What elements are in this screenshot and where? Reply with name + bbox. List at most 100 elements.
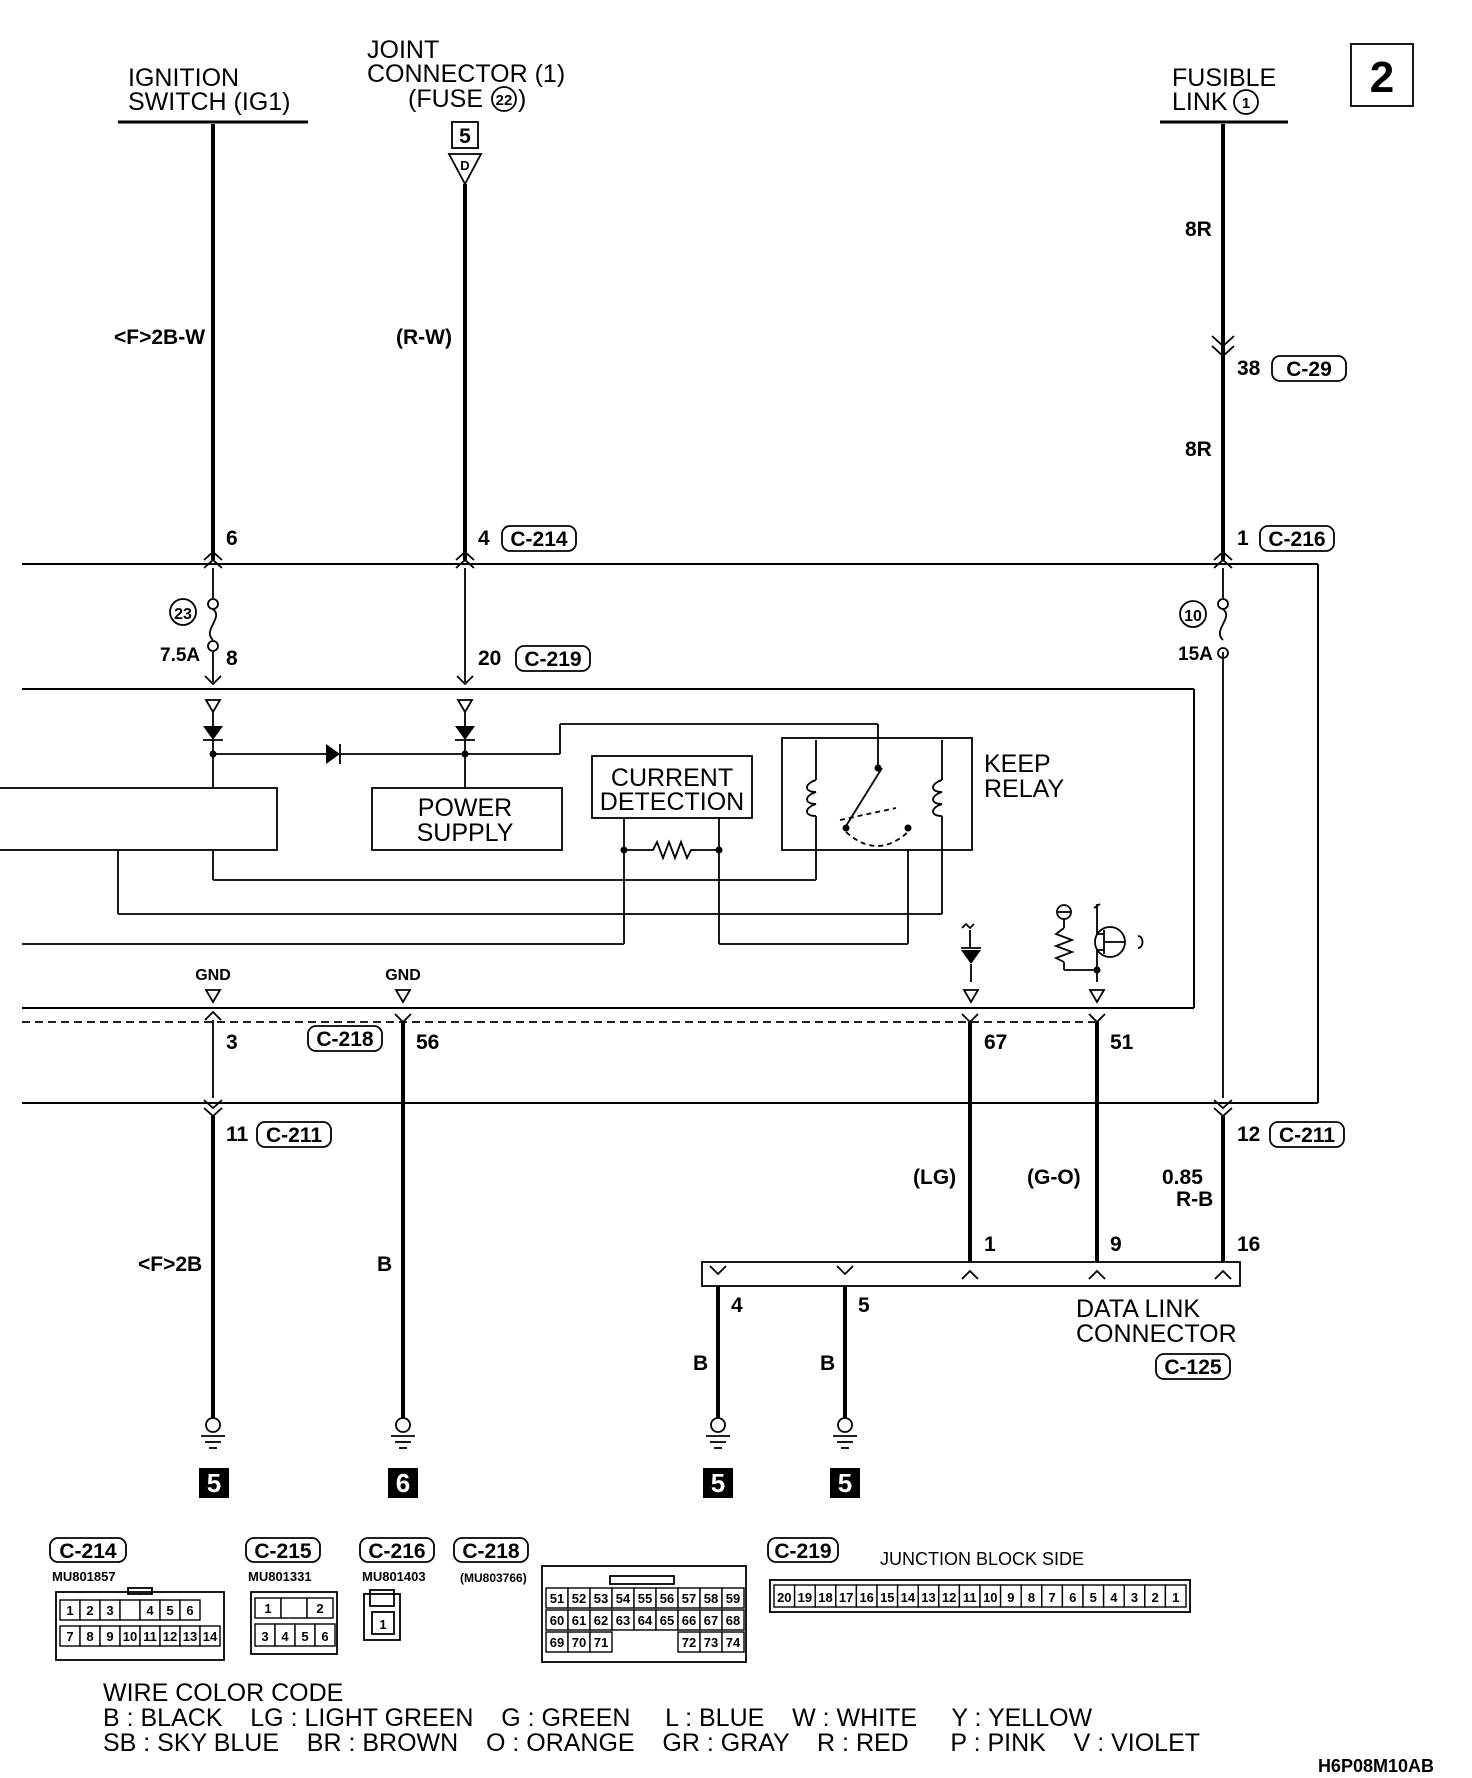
pin-c214-6: 6: [226, 527, 238, 550]
connector-pin-number: 9: [1007, 1590, 1014, 1605]
svg-text:): ): [518, 85, 526, 113]
svg-text:DATA LINK: DATA LINK: [1076, 1295, 1200, 1323]
svg-text:C-219: C-219: [774, 1540, 831, 1563]
connector-cavity: [306, 1597, 334, 1619]
connector-pin-number: 3: [261, 1629, 268, 1644]
connector-cavity: [314, 1623, 336, 1647]
connector-pin-number: 16: [859, 1590, 873, 1605]
svg-text:9: 9: [1110, 1233, 1122, 1256]
svg-text:1: 1: [379, 1617, 386, 1632]
wire-label-b5: B: [820, 1352, 835, 1375]
connector-pin-number: 20: [777, 1590, 791, 1605]
connector-pin-number: 6: [321, 1629, 328, 1644]
connector-pin-number: 6: [186, 1603, 193, 1618]
svg-text:D: D: [460, 158, 469, 173]
connector-pin-number: 4: [146, 1603, 154, 1618]
svg-text:4: 4: [731, 1294, 743, 1317]
harness-chevrons-top: [203, 550, 1233, 569]
svg-text:C-216: C-216: [368, 1540, 425, 1563]
connector-pin-number: 64: [638, 1613, 653, 1628]
svg-text:RELAY: RELAY: [984, 775, 1064, 803]
etacs-chevrons-top: [204, 675, 474, 686]
svg-text:CONNECTOR (1): CONNECTOR (1): [367, 60, 565, 88]
connector-pin-number: 3: [1131, 1590, 1138, 1605]
connector-pin-number: 51: [550, 1591, 564, 1606]
wire-label-lg: (LG): [913, 1166, 956, 1189]
connector-c216: C-216: [1259, 525, 1335, 552]
connector-pin-number: 14: [203, 1629, 218, 1644]
wire-label-jc: (R-W): [396, 326, 452, 349]
pin-gnd-3: 3: [226, 1031, 238, 1054]
connector-pin-number: 12: [942, 1590, 956, 1605]
svg-text:MU801331: MU801331: [248, 1569, 312, 1584]
legend-line-1: B : BLACK LG : LIGHT GREEN G : GREEN L :…: [103, 1704, 1093, 1732]
svg-text:(FUSE: (FUSE: [408, 85, 483, 113]
connector-pin-number: 2: [86, 1603, 93, 1618]
legend-line-2: SB : SKY BLUE BR : BROWN O : ORANGE GR :…: [103, 1729, 1201, 1757]
connector-pin-number: 65: [660, 1613, 674, 1628]
ground-symbols: [201, 1417, 857, 1449]
svg-text:CONNECTOR: CONNECTOR: [1076, 1320, 1237, 1348]
connector-pin-number: 2: [1151, 1590, 1158, 1605]
keep-relay: KEEP RELAY: [781, 737, 1064, 851]
pin-c211-11: 11: [226, 1123, 249, 1146]
drawing-code: H6P08M10AB: [1318, 1756, 1434, 1776]
svg-text:C-211: C-211: [266, 1124, 322, 1147]
connector-pin-number: 58: [704, 1591, 718, 1606]
connector-pin-number: 10: [983, 1590, 997, 1605]
page-number: 2: [1370, 53, 1394, 102]
connector-pin-number: 11: [963, 1590, 977, 1605]
connector-pin-number: 73: [704, 1635, 718, 1650]
connector-pin-number: 1: [1172, 1590, 1179, 1605]
svg-text:1: 1: [1242, 95, 1250, 112]
connector-pin-number: 6: [1069, 1590, 1076, 1605]
connector-pin-number: 12: [163, 1629, 177, 1644]
page-number-box: [1350, 43, 1414, 107]
wire-label-rb-1: 0.85: [1162, 1166, 1203, 1189]
svg-text:16: 16: [1237, 1233, 1260, 1256]
wire-label-gnd-c218: B: [377, 1253, 392, 1276]
legend-title: WIRE COLOR CODE: [103, 1679, 344, 1707]
etacs-internal: [0, 699, 943, 945]
svg-text:GND: GND: [385, 967, 421, 984]
connector-c218: C-218: [307, 1025, 383, 1052]
connector-pin-number: 71: [594, 1635, 608, 1650]
connector-pin-number: 19: [798, 1590, 812, 1605]
gnd-b: GND: [385, 967, 421, 1004]
svg-text:C-218: C-218: [316, 1028, 374, 1051]
pin-fuse23-8: 8: [226, 647, 238, 670]
connector-pin-number: 63: [616, 1613, 630, 1628]
pin-c218-51: 51: [1110, 1031, 1134, 1054]
connector-c219: C-219: [515, 645, 591, 672]
current-detection-block: CURRENT DETECTION: [591, 755, 753, 861]
gnd-a: GND: [195, 967, 231, 1004]
svg-text:SUPPLY: SUPPLY: [417, 819, 514, 847]
svg-text:23: 23: [174, 606, 192, 623]
connector-pin-number: 13: [183, 1629, 197, 1644]
svg-text:C-211: C-211: [1279, 1124, 1335, 1147]
pin-c219-20: 20: [478, 647, 501, 670]
svg-text:SWITCH (IG1): SWITCH (IG1): [128, 88, 291, 116]
connector-pin-number: 54: [616, 1591, 631, 1606]
svg-text:7.5A: 7.5A: [160, 645, 200, 666]
connector-pin-number: 62: [594, 1613, 608, 1628]
joint-connector-label: JOINT CONNECTOR (1) (FUSE 22 ) 5 D: [367, 36, 565, 186]
etacs-output-circuits: [961, 903, 1144, 1004]
connector-c211-right: C-211: [1269, 1121, 1345, 1148]
fusible-link-label: FUSIBLE LINK 1: [1160, 64, 1288, 124]
connector-pin-number: 60: [550, 1613, 564, 1628]
svg-text:C-125: C-125: [1164, 1356, 1222, 1379]
connector-pin-number: 5: [301, 1629, 308, 1644]
connector-pin-number: 59: [726, 1591, 740, 1606]
wire-label-fl-top: 8R: [1185, 218, 1212, 241]
connector-pin-number: 7: [66, 1629, 73, 1644]
svg-text:C-214: C-214: [59, 1540, 117, 1563]
pin-c218-67: 67: [984, 1031, 1007, 1054]
svg-text:(MU803766): (MU803766): [460, 1571, 527, 1585]
svg-text:C-29: C-29: [1286, 358, 1332, 381]
c218-chevrons: [204, 1010, 1106, 1024]
connector-pin-number: 70: [572, 1635, 586, 1650]
pin-c214-4: 4: [478, 527, 490, 550]
